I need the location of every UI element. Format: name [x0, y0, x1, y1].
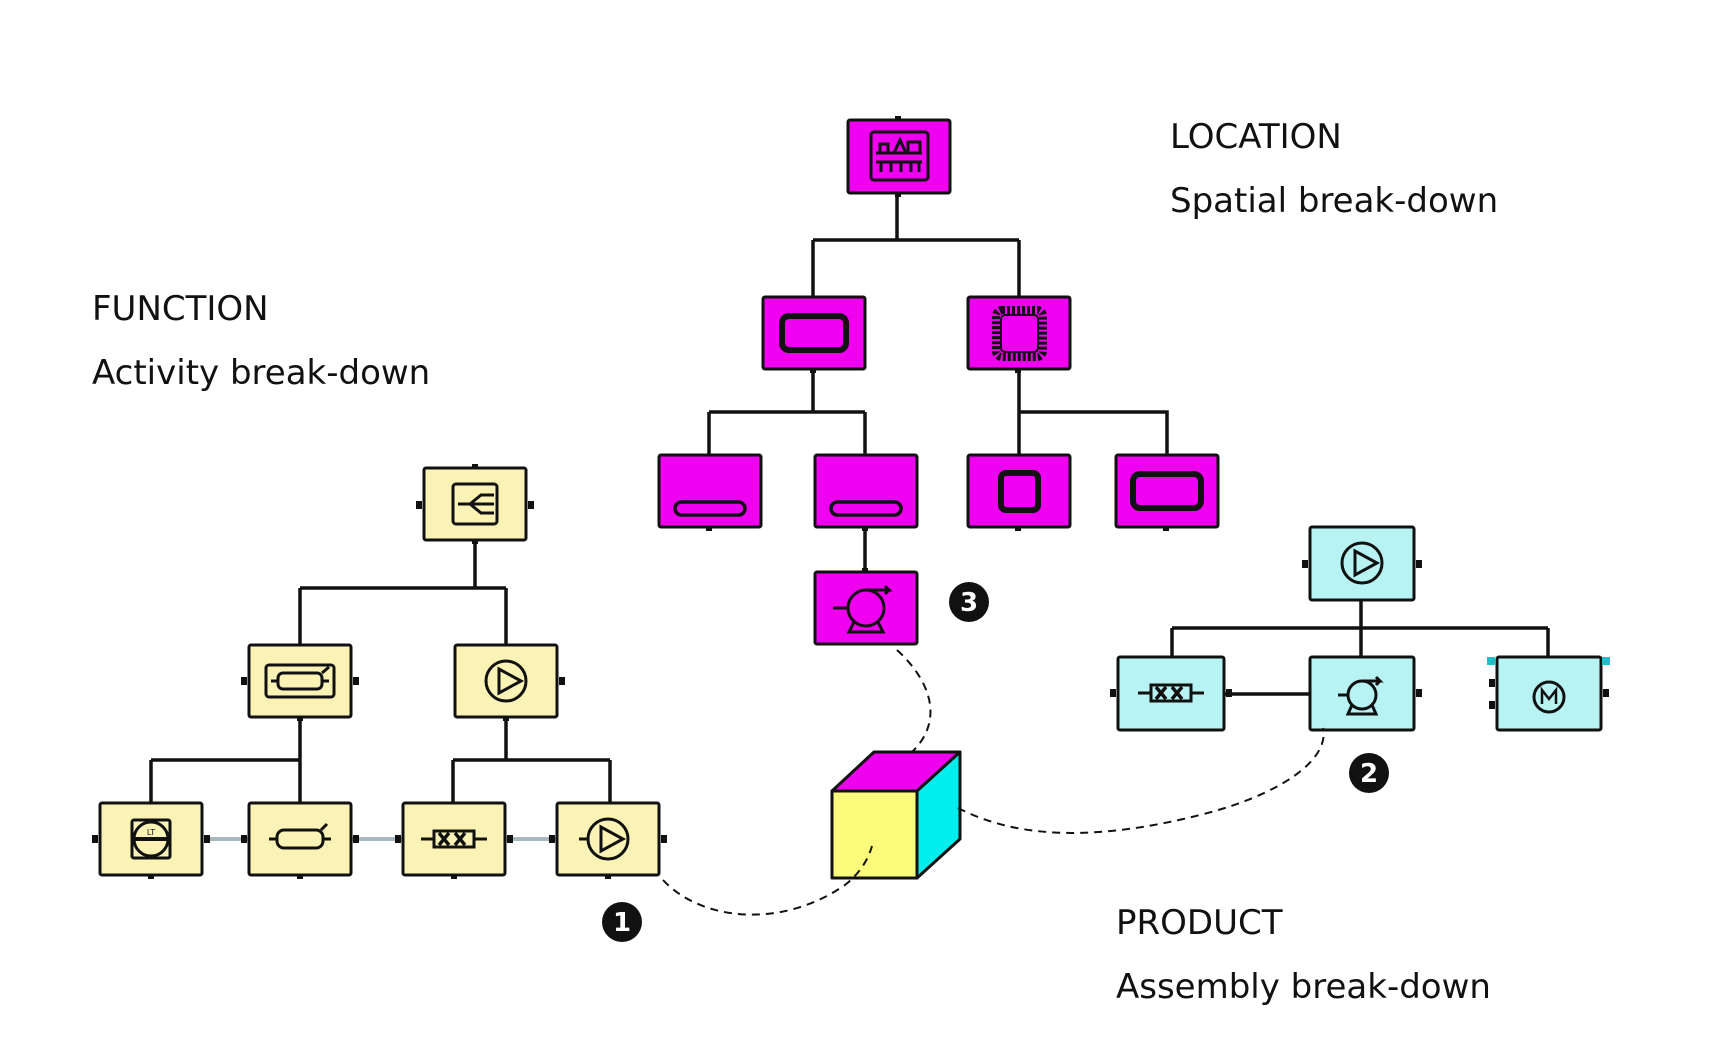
link-location-to-cube — [896, 649, 932, 753]
marker-3: 3 — [949, 582, 989, 622]
location-connectors — [707, 193, 1169, 570]
location-subtitle: Spatial break-down — [1170, 181, 1499, 221]
rounded-rect-icon — [779, 313, 849, 353]
product-connectors — [1170, 600, 1550, 696]
function-vessel-node[interactable] — [241, 801, 359, 879]
svg-text:LT: LT — [147, 828, 155, 837]
product-coupling-node[interactable] — [1110, 655, 1232, 732]
hatched-square-icon — [992, 306, 1047, 361]
square-icon — [998, 470, 1041, 513]
marker-2: 2 — [1349, 753, 1389, 793]
product-compressor-node[interactable] — [1308, 655, 1422, 732]
product-tree — [1110, 525, 1610, 732]
platform-icon — [869, 130, 930, 182]
marker-1: 1 — [602, 902, 642, 942]
svg-text:1: 1 — [613, 908, 631, 938]
heater-icon — [264, 663, 336, 699]
svg-text:2: 2 — [1360, 759, 1378, 789]
function-root-node[interactable] — [416, 464, 534, 544]
link-function-to-cube — [662, 845, 873, 916]
function-pump-node[interactable] — [453, 643, 565, 721]
function-connectors — [149, 540, 612, 803]
location-area-b-node[interactable] — [966, 295, 1072, 373]
pump-icon — [1340, 541, 1384, 585]
function-pump-leaf-node[interactable] — [549, 801, 667, 879]
location-room-3-node[interactable] — [966, 453, 1072, 531]
product-subtitle: Assembly break-down — [1116, 967, 1491, 1007]
function-title: FUNCTION — [92, 289, 269, 329]
vessel-icon — [269, 822, 331, 850]
function-level-node[interactable]: LT — [92, 801, 210, 879]
function-coupling-node[interactable] — [395, 801, 513, 879]
cube-icon — [830, 750, 962, 880]
location-room-1-node[interactable] — [657, 453, 763, 531]
location-tree — [657, 116, 1220, 646]
product-root-node[interactable] — [1302, 525, 1422, 602]
product-title: PRODUCT — [1116, 903, 1283, 943]
location-area-a-node[interactable] — [761, 295, 867, 373]
pump-icon — [484, 659, 528, 703]
location-root-node[interactable] — [846, 116, 952, 197]
compressor-icon — [1338, 675, 1384, 716]
pump-icon — [579, 817, 630, 861]
link-product-to-cube — [957, 727, 1325, 834]
slot-icon — [673, 500, 747, 517]
slot-icon — [829, 500, 903, 517]
splitter-icon — [451, 482, 499, 526]
coupling-icon — [1138, 683, 1204, 703]
location-room-2-node[interactable] — [813, 453, 919, 531]
location-equipment-node[interactable] — [813, 568, 919, 646]
relation-links — [662, 649, 1325, 916]
function-subtitle: Activity break-down — [92, 353, 431, 393]
svg-text:3: 3 — [960, 588, 978, 618]
compressor-icon — [833, 584, 893, 634]
rounded-rect-icon — [1130, 471, 1204, 511]
location-room-4-node[interactable] — [1114, 453, 1220, 531]
product-motor-node[interactable] — [1487, 655, 1610, 732]
function-heater-node[interactable] — [241, 643, 359, 721]
function-tree: LT — [92, 464, 667, 879]
location-title: LOCATION — [1170, 117, 1342, 157]
coupling-icon — [421, 829, 487, 849]
motor-icon — [1532, 680, 1566, 714]
level-transmitter-icon: LT — [130, 818, 172, 860]
